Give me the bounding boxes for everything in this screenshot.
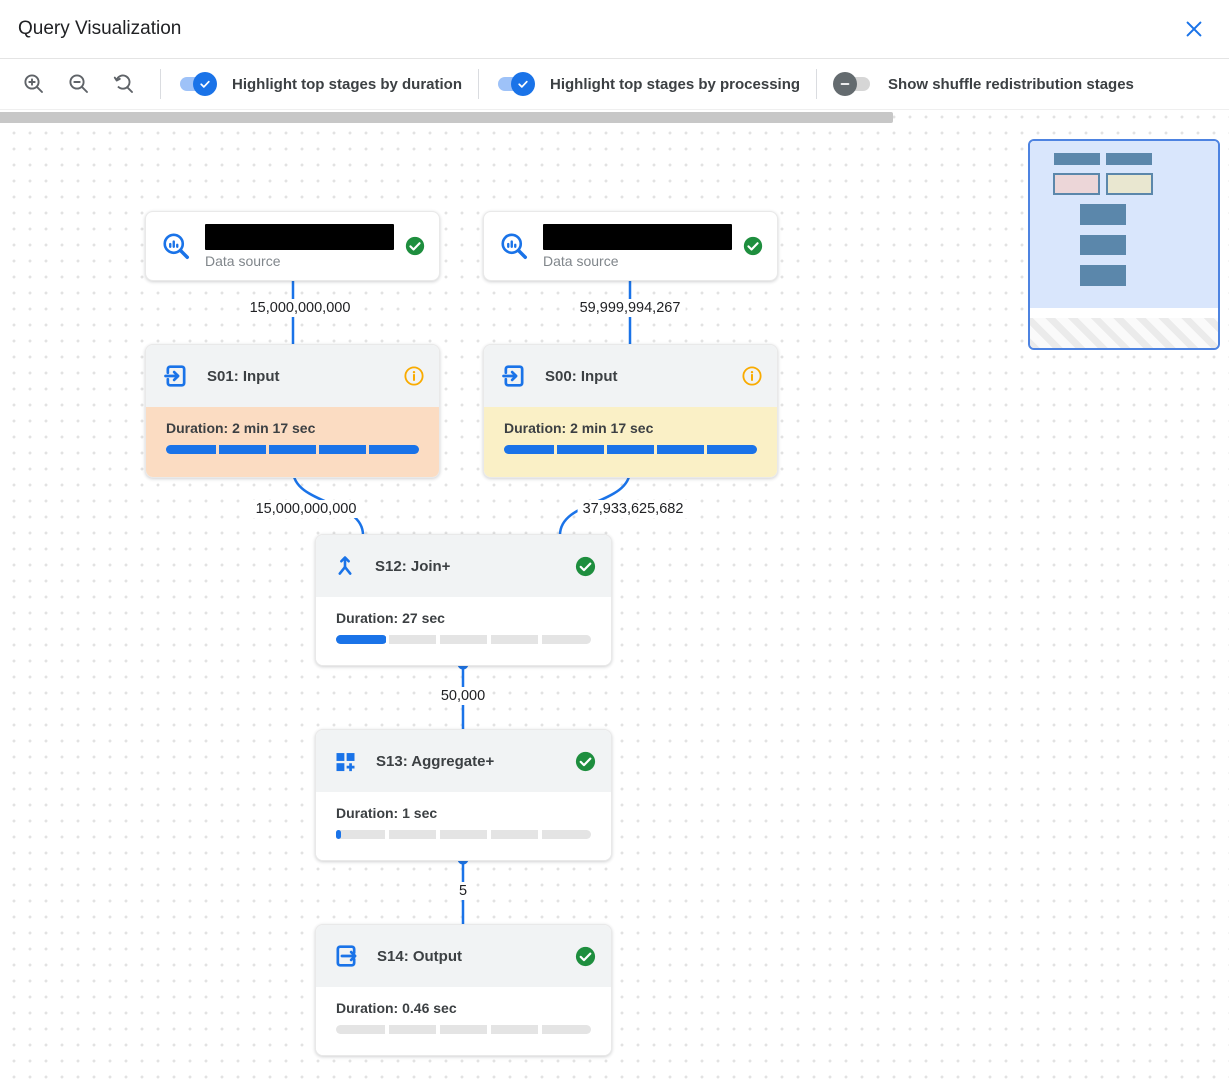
highlight-processing-toggle[interactable]	[495, 72, 535, 96]
stage-title: S12: Join+	[375, 557, 451, 575]
horizontal-scrollbar[interactable]	[0, 112, 893, 123]
toolbar-divider	[816, 69, 818, 99]
stage-duration-panel: Duration: 2 min 17 sec	[146, 407, 439, 477]
minimap-node-highlight-processing	[1106, 173, 1153, 195]
data-source-type-label: Data source	[205, 252, 281, 269]
graph-toolbar: Highlight top stages by duration Highlig…	[0, 58, 1229, 110]
edge-rows-label: 15,000,000,000	[244, 299, 356, 317]
stage-node-s14-output[interactable]: S14: Output Duration: 0.46 sec	[315, 924, 612, 1056]
page-title: Query Visualization	[18, 18, 182, 39]
close-icon	[1183, 18, 1205, 40]
data-source-node[interactable]: Data source	[145, 211, 440, 281]
stage-duration-panel: Duration: 1 sec	[316, 792, 611, 860]
data-source-node[interactable]: Data source	[483, 211, 778, 281]
graph-minimap[interactable]	[1028, 139, 1220, 350]
completed-check-icon	[742, 235, 764, 257]
dialog-header: Query Visualization	[0, 0, 1229, 58]
toolbar-divider	[478, 69, 479, 99]
completed-check-icon	[574, 945, 597, 968]
toggle-top-processing-group: Highlight top stages by processing	[491, 72, 804, 96]
show-shuffle-toggle[interactable]	[833, 72, 873, 96]
duration-progress-bar	[336, 635, 591, 644]
edge-rows-label: 5	[453, 882, 473, 900]
duration-label: Duration: 27 sec	[336, 610, 445, 626]
aggregate-stage-icon	[332, 748, 359, 775]
duration-label: Duration: 2 min 17 sec	[504, 420, 654, 436]
stage-node-s13-aggregate[interactable]: S13: Aggregate+ Duration: 1 sec	[315, 729, 612, 861]
minimap-out-of-bounds-hatch	[1030, 318, 1218, 348]
toggle-check-icon	[193, 72, 217, 96]
stage-node-s01-input[interactable]: S01: Input Duration: 2 min 17 sec	[145, 344, 440, 478]
toggle-label: Highlight top stages by processing	[550, 75, 801, 93]
redacted-table-name	[543, 223, 732, 250]
info-icon[interactable]	[741, 365, 763, 387]
stage-duration-panel: Duration: 0.46 sec	[316, 987, 611, 1055]
join-stage-icon	[332, 553, 358, 579]
toggle-shuffle-group: Show shuffle redistribution stages	[829, 72, 1138, 96]
completed-check-icon	[574, 555, 597, 578]
stage-node-s12-join[interactable]: S12: Join+ Duration: 27 sec	[315, 534, 612, 666]
completed-check-icon	[574, 750, 597, 773]
duration-label: Duration: 0.46 sec	[336, 1000, 457, 1016]
duration-progress-bar	[336, 830, 591, 839]
stage-duration-panel: Duration: 27 sec	[316, 597, 611, 665]
minimap-viewport	[1030, 141, 1218, 308]
minimap-node	[1080, 235, 1126, 255]
minimap-node	[1080, 204, 1126, 225]
stage-title: S01: Input	[207, 367, 280, 385]
stage-node-s00-input[interactable]: S00: Input Duration: 2 min 17 sec	[483, 344, 778, 478]
toggle-top-duration-group: Highlight top stages by duration	[173, 72, 466, 96]
minimap-node-highlight-duration	[1053, 173, 1100, 195]
info-icon[interactable]	[403, 365, 425, 387]
duration-progress-bar	[336, 1025, 591, 1034]
input-stage-icon	[162, 362, 190, 390]
duration-label: Duration: 2 min 17 sec	[166, 420, 316, 436]
input-stage-icon	[500, 362, 528, 390]
minimap-node	[1106, 153, 1152, 165]
toggle-label: Show shuffle redistribution stages	[888, 75, 1134, 93]
zoom-reset-icon	[112, 72, 136, 96]
toggle-minus-icon	[833, 72, 858, 96]
toggle-check-icon	[511, 72, 535, 96]
data-source-icon	[499, 231, 529, 261]
zoom-out-icon	[67, 72, 91, 96]
minimap-node	[1080, 265, 1126, 286]
stage-duration-panel: Duration: 2 min 17 sec	[484, 407, 777, 477]
edge-rows-label: 15,000,000,000	[250, 500, 362, 518]
zoom-controls	[10, 70, 148, 98]
zoom-out-button[interactable]	[65, 70, 93, 98]
minimap-node	[1054, 153, 1100, 165]
data-source-icon	[161, 231, 191, 261]
duration-label: Duration: 1 sec	[336, 805, 438, 821]
edge-rows-label: 50,000	[435, 687, 491, 705]
edge-rows-label: 59,999,994,267	[574, 299, 686, 317]
edge-rows-label: 37,933,625,682	[577, 500, 689, 518]
highlight-duration-toggle[interactable]	[177, 72, 217, 96]
toolbar-divider	[160, 69, 161, 99]
stage-title: S14: Output	[377, 947, 462, 965]
stage-title: S13: Aggregate+	[376, 752, 495, 770]
zoom-reset-button[interactable]	[110, 70, 138, 98]
duration-progress-bar	[166, 445, 420, 454]
toggle-label: Highlight top stages by duration	[232, 75, 462, 93]
redacted-table-name	[205, 223, 394, 250]
stage-title: S00: Input	[545, 367, 618, 385]
data-source-type-label: Data source	[543, 252, 619, 269]
completed-check-icon	[404, 235, 426, 257]
output-stage-icon	[332, 942, 360, 970]
zoom-in-icon	[22, 72, 46, 96]
duration-progress-bar	[504, 445, 758, 454]
graph-canvas[interactable]: 15,000,000,000 59,999,994,267 15,000,000…	[0, 111, 1229, 1090]
close-button[interactable]	[1181, 16, 1207, 42]
zoom-in-button[interactable]	[20, 70, 48, 98]
